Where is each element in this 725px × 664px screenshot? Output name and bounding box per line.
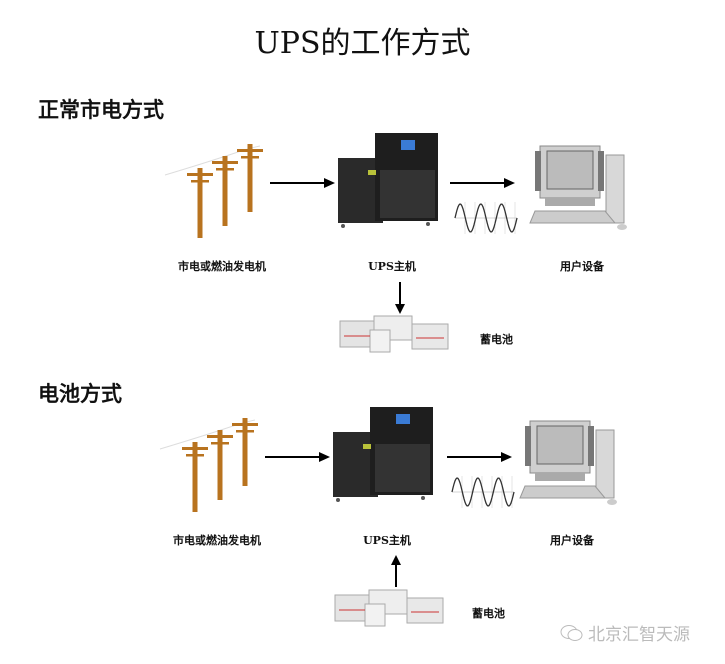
arrow-down [395, 282, 405, 314]
arrow-right [447, 452, 512, 462]
arrow-right [265, 452, 330, 462]
watermark: 北京汇智天源 [560, 620, 690, 645]
ups-label: UPS主机 [363, 534, 411, 547]
watermark-text: 北京汇智天源 [588, 625, 690, 645]
arrow-right [270, 178, 335, 188]
ups-unit-icon [333, 407, 433, 502]
page-title: UPS的工作方式 [254, 26, 471, 61]
power-poles-icon [164, 144, 263, 238]
arrow-right [450, 178, 515, 188]
battery-label: 蓄电池 [480, 333, 513, 346]
sine-wave-icon [454, 202, 518, 234]
battery-icon [334, 589, 444, 627]
source-label: 市电或燃油发电机 [173, 534, 261, 547]
wechat-icon [560, 624, 583, 641]
battery-icon [339, 315, 449, 353]
source-label: 市电或燃油发电机 [178, 260, 266, 273]
ups-label: UPS主机 [368, 260, 416, 273]
computer-icon [529, 145, 627, 230]
load-label: 用户设备 [560, 260, 604, 273]
power-poles-icon [159, 418, 258, 512]
arrow-up [391, 555, 401, 587]
load-label: 用户设备 [550, 534, 594, 547]
section-heading-normal: 正常市电方式 [38, 97, 164, 122]
battery-label: 蓄电池 [472, 607, 505, 620]
section-heading-battery: 电池方式 [38, 381, 122, 406]
sine-wave-icon [451, 476, 515, 508]
ups-unit-icon [338, 133, 438, 228]
computer-icon [519, 420, 617, 505]
